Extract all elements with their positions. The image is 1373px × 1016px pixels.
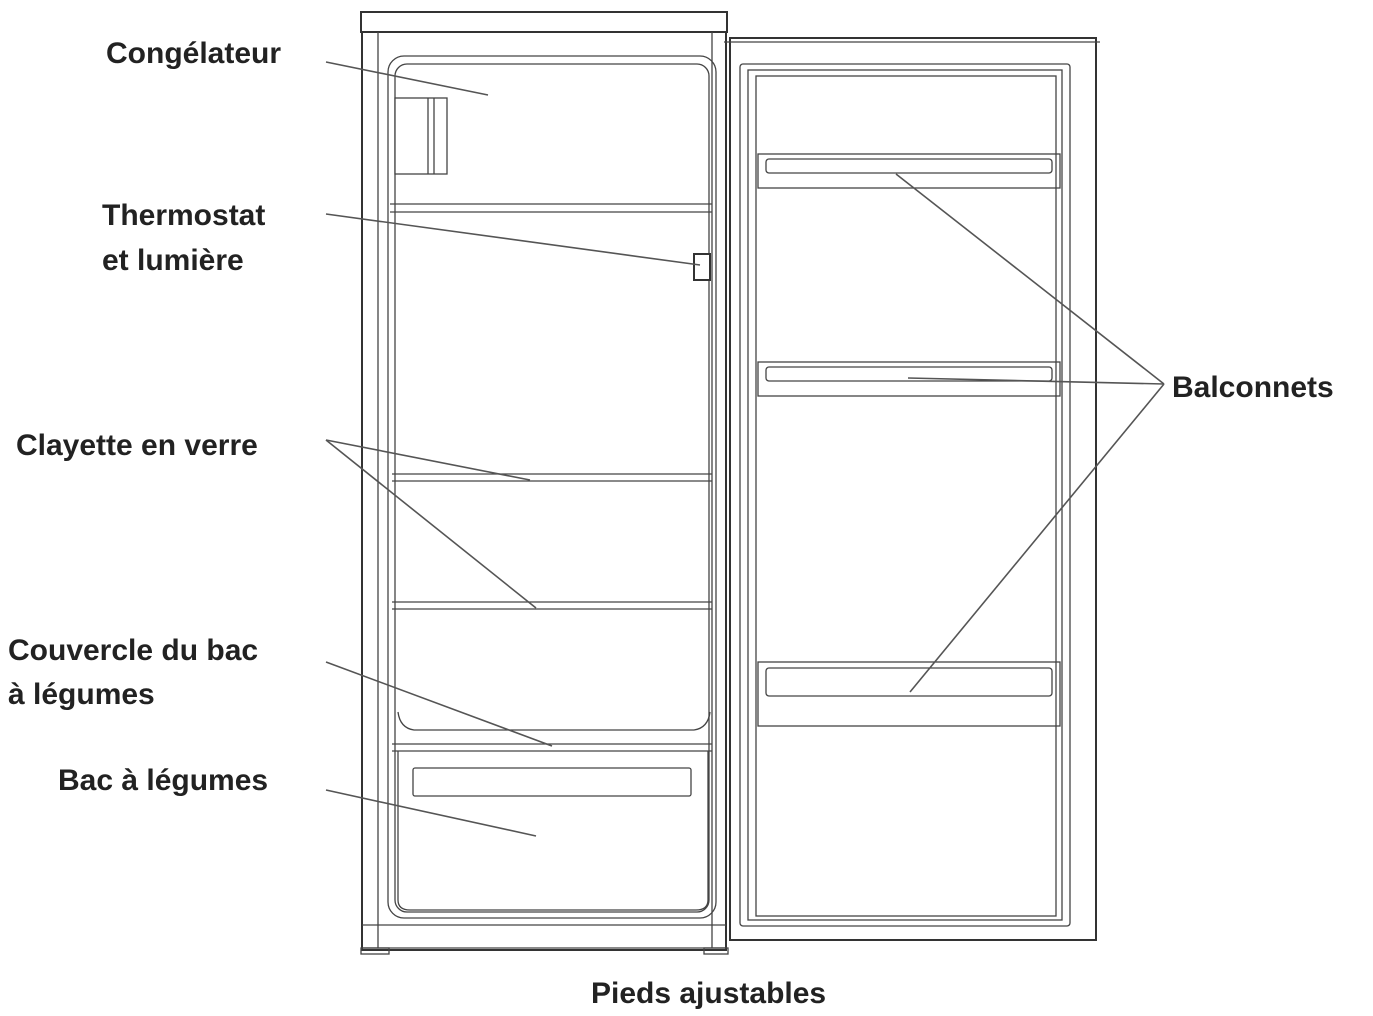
label-crisper: Bac à légumes [58, 764, 269, 797]
label-adjustable-feet: Pieds ajustables [591, 977, 827, 1010]
leader-balcony-top [895, 173, 1165, 385]
leader-lines [325, 61, 1165, 837]
label-door-balconies: Balconnets [1172, 371, 1334, 404]
label-crisper-cover-line1: Couvercle du bac [8, 634, 259, 667]
leader-crisper-cover [325, 661, 553, 747]
freezer-compartment [390, 97, 712, 213]
leader-balcony-middle [907, 377, 1165, 385]
crisper-cover [392, 711, 712, 752]
label-crisper-cover-line2: à légumes [8, 678, 155, 711]
door-balcony-bottom [757, 661, 1061, 727]
leader-glass-shelf-lower [325, 439, 537, 609]
door-balcony-middle [757, 361, 1061, 397]
glass-shelf-upper [392, 473, 712, 482]
label-glass-shelf: Clayette en verre [16, 429, 258, 462]
leader-thermostat [325, 213, 701, 266]
label-freezer: Congélateur [106, 37, 282, 70]
thermostat-box [693, 253, 711, 281]
door-balcony-top [757, 153, 1061, 189]
leader-crisper [325, 789, 537, 837]
cabinet-top [360, 11, 728, 33]
crisper-drawer [397, 751, 709, 911]
leader-freezer [325, 61, 489, 96]
leader-glass-shelf-upper [325, 439, 531, 481]
glass-shelf-lower [392, 601, 712, 610]
leader-balcony-bottom [909, 383, 1165, 693]
adjustable-feet [360, 947, 729, 955]
fridge-door [724, 37, 1100, 941]
label-thermostat-line1: Thermostat [102, 199, 266, 232]
label-thermostat-line2: et lumière [102, 244, 244, 277]
cabinet [361, 31, 727, 951]
